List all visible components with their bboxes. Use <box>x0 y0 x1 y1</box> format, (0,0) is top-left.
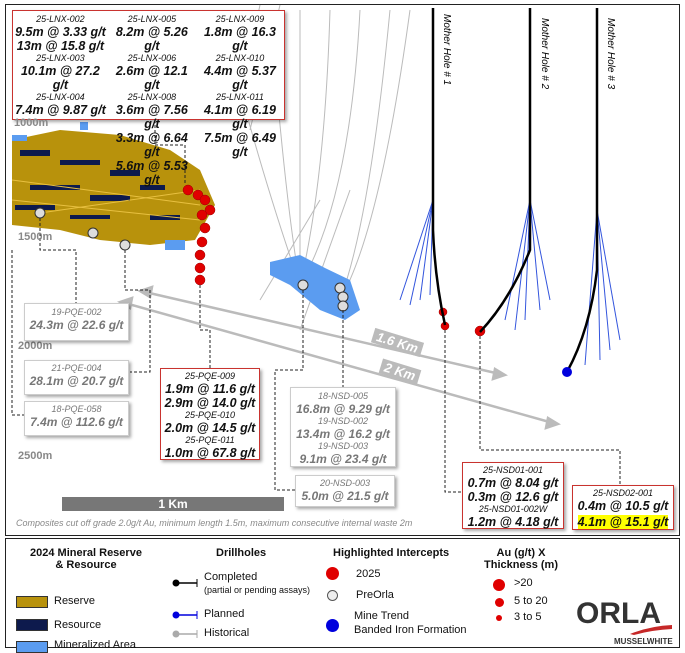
dot-preorla-icon <box>327 590 338 601</box>
section-drawing <box>11 4 621 493</box>
legend-preorla: PreOrla <box>356 589 394 601</box>
mother-hole-2-label: Mother Hole # 2 <box>539 18 550 90</box>
mineralized-swatch <box>16 641 48 653</box>
distance-arrows <box>117 285 561 430</box>
mother-holes <box>431 8 599 373</box>
legend-mine-trend: Mine Trend <box>354 610 410 622</box>
legend-completed: Completed <box>204 571 258 583</box>
legend-resource: Resource <box>54 619 102 631</box>
legend-bif: Banded Iron Formation <box>354 624 467 636</box>
legend-mineralized: Mineralized Area <box>54 639 136 651</box>
intercepts-2025 <box>182 184 486 337</box>
legend-au-5-20: 5 to 20 <box>514 595 548 607</box>
legend-completed-note: (partial or pending assays) <box>204 585 311 595</box>
footnote: Composites cut off grade 2.0g/t Au, mini… <box>16 518 413 528</box>
dot-medium-icon <box>495 598 504 607</box>
svg-text:MUSSELWHITE: MUSSELWHITE <box>614 637 673 646</box>
legend-au-3-5: 3 to 5 <box>514 611 542 623</box>
dot-small-icon <box>496 615 502 621</box>
leader-lines <box>11 120 621 493</box>
svg-text:ORLA: ORLA <box>576 597 661 630</box>
scale-bar: 1 Km <box>62 497 284 511</box>
legend-planned: Planned <box>204 608 245 620</box>
depth-label: 1000m <box>14 117 49 129</box>
legend-2025: 2025 <box>356 568 381 580</box>
dot-2025-icon <box>326 567 339 580</box>
legend-reserve: Reserve <box>54 595 95 607</box>
depth-label: 1500m <box>18 231 53 243</box>
long-section <box>5 4 680 536</box>
legend: 2024 Mineral Reserve & Resource Reserve … <box>5 538 680 653</box>
reserve-resource-area <box>11 90 215 250</box>
mine-trend-dot <box>562 367 572 377</box>
mother-hole-3-label: Mother Hole # 3 <box>605 18 616 90</box>
logo-swoosh <box>630 625 672 635</box>
dot-mine-trend-icon <box>326 619 339 632</box>
drillhole-symbols <box>172 579 198 638</box>
mineralized-area <box>270 255 360 320</box>
reserve-swatch <box>16 596 48 608</box>
legend-mrr-title: 2024 Mineral Reserve & Resource <box>30 547 142 571</box>
legend-historical: Historical <box>204 627 250 639</box>
legend-highlighted-title: Highlighted Intercepts <box>333 547 450 559</box>
highlighted-intercept: 4.1m @ 15.1 g/t <box>577 515 669 529</box>
legend-au-gt20: >20 <box>514 577 533 589</box>
legend-drillholes-title: Drillholes <box>216 547 267 559</box>
depth-label: 2000m <box>18 340 53 352</box>
dot-large-icon <box>493 579 505 591</box>
depth-label: 2500m <box>18 450 53 462</box>
orla-musselwhite-logo: ORLA MUSSELWHITE <box>576 597 673 646</box>
planned-drillholes <box>399 199 621 366</box>
mother-hole-1-label: Mother Hole # 1 <box>441 14 452 86</box>
resource-swatch <box>16 619 48 631</box>
legend-au-title: Au (g/t) X Thickness (m) <box>484 547 558 571</box>
